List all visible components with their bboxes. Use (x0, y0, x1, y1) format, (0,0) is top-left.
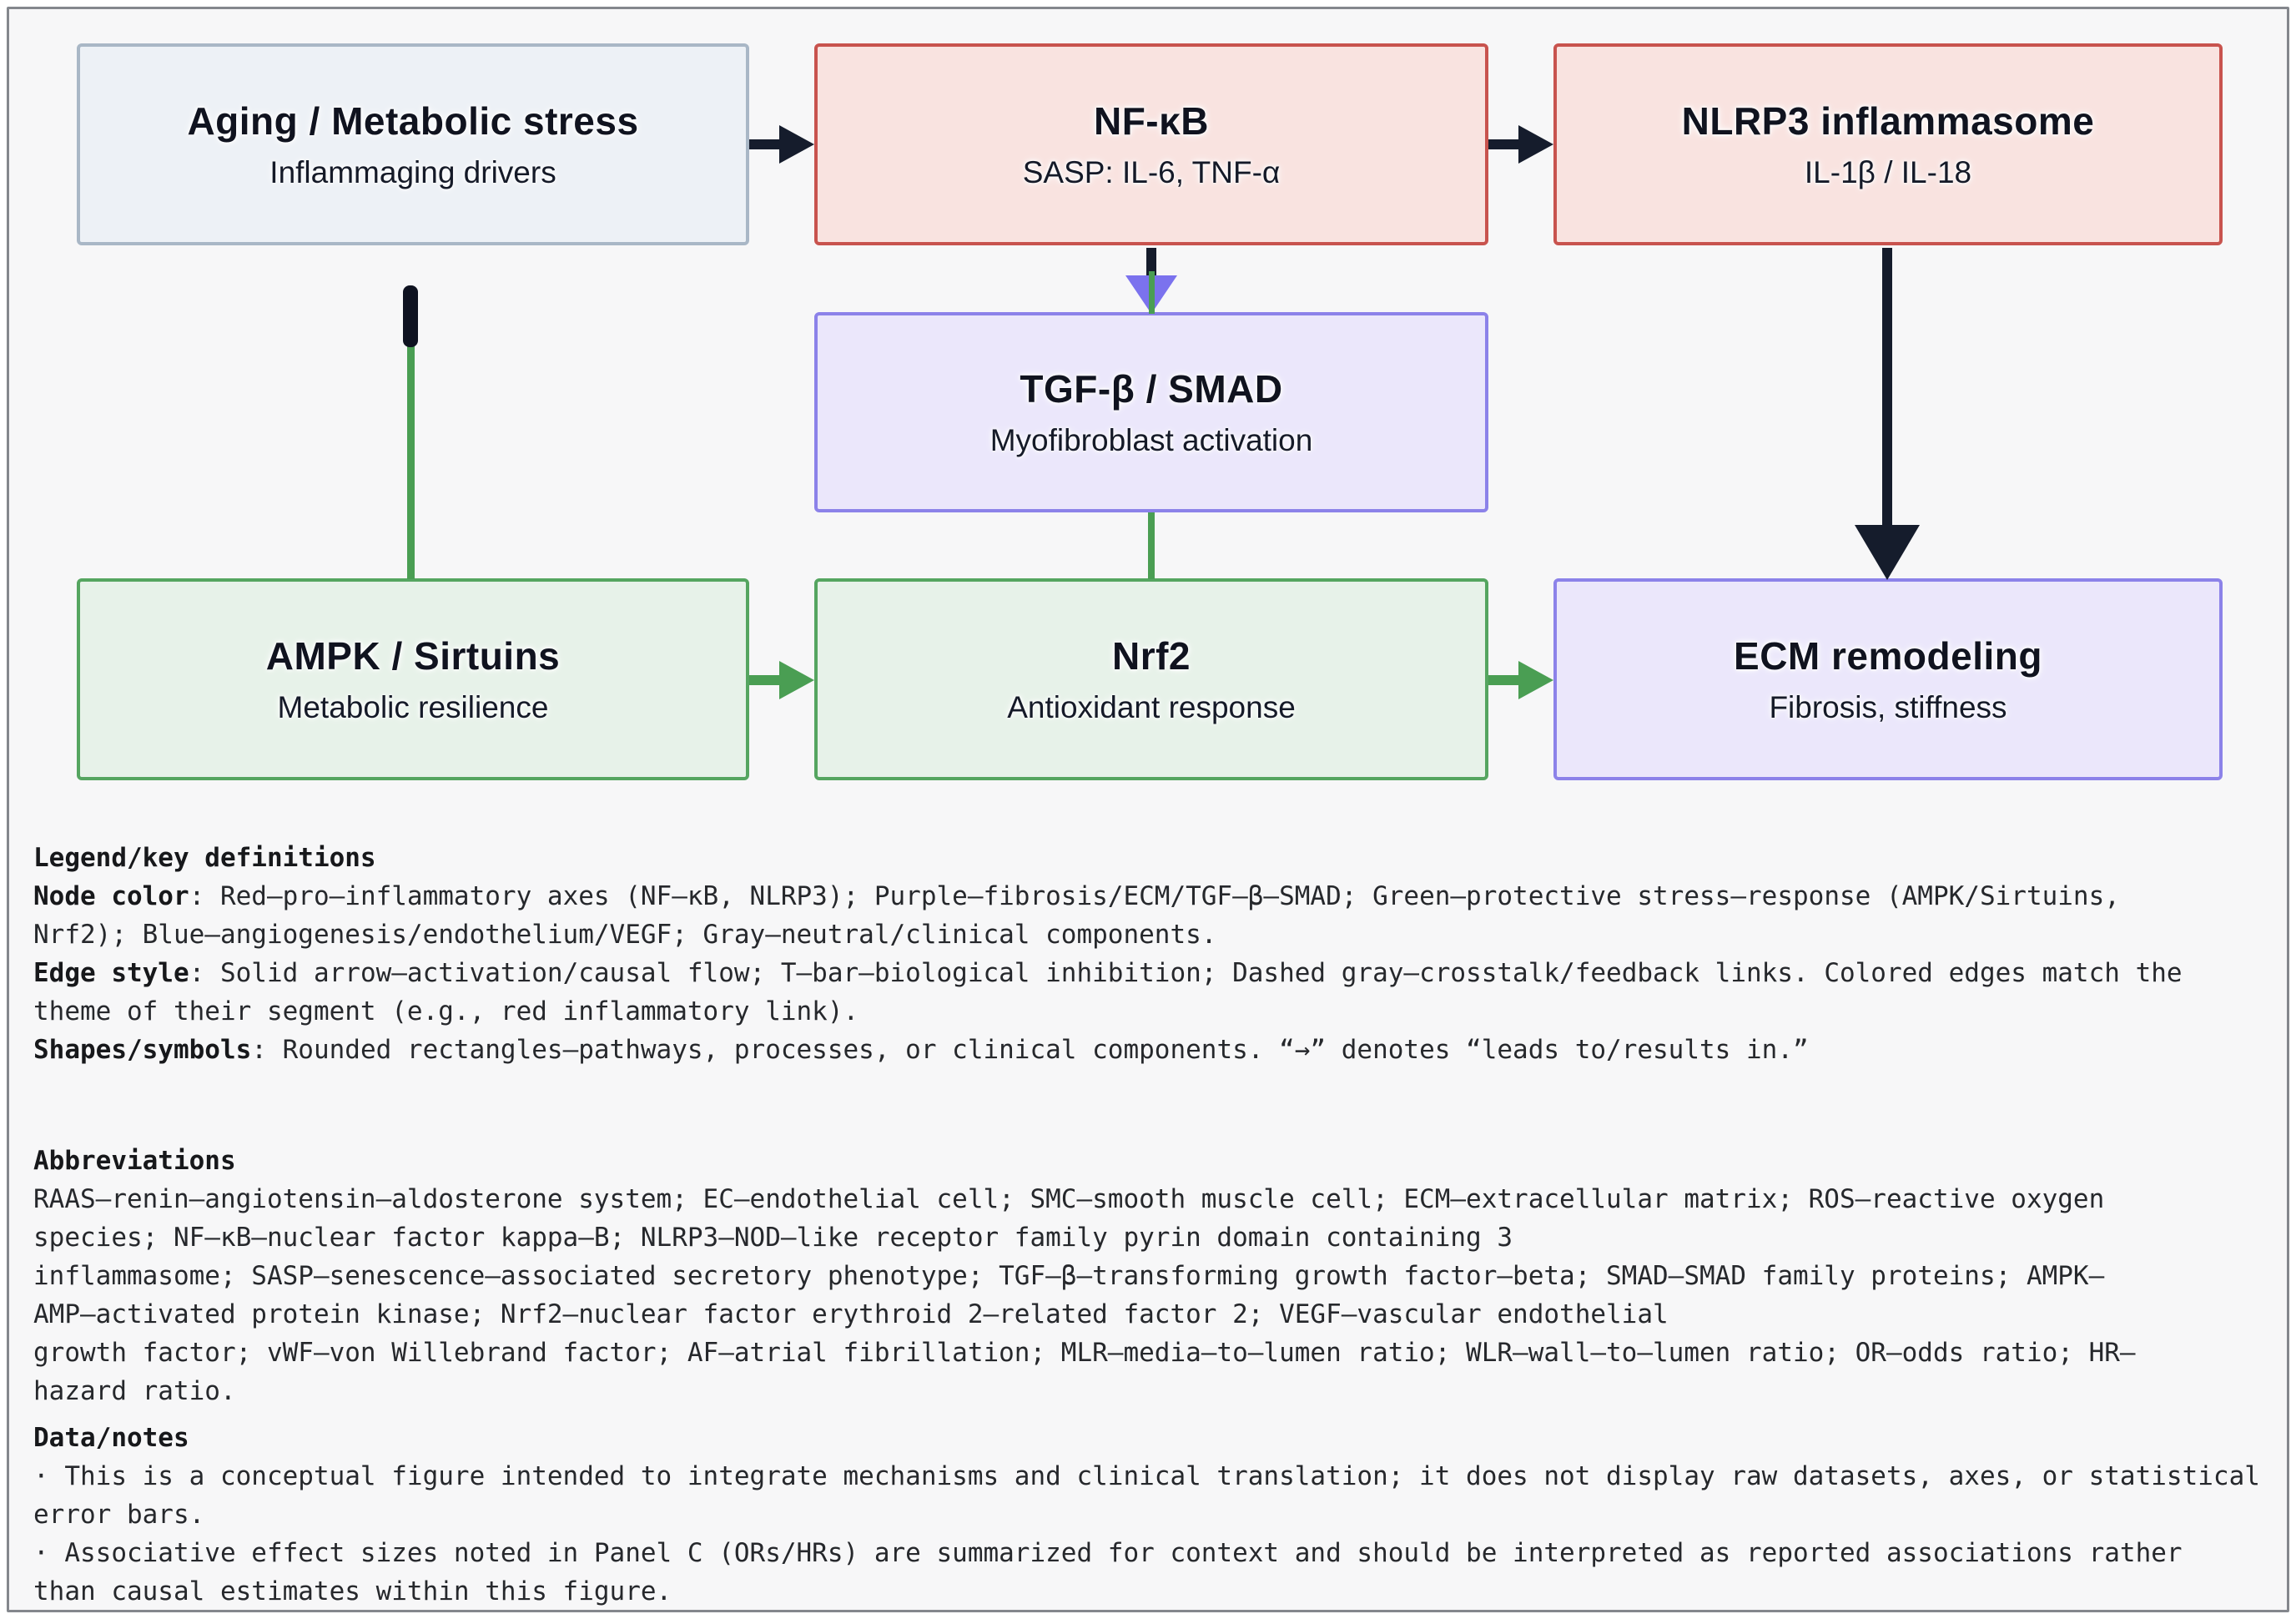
arrowhead-right-icon (1518, 125, 1553, 164)
node-aging-metabolic-stress: Aging / Metabolic stress Inflammaging dr… (77, 43, 749, 245)
abbreviations-section: Abbreviations RAAS—renin—angiotensin—ald… (33, 1142, 2269, 1410)
notes-section: Data/notes · This is a conceptual figure… (33, 1419, 2269, 1611)
node-nlrp3-inflammasome: NLRP3 inflammasome IL-1β / IL-18 (1553, 43, 2223, 245)
node-subtitle: Myofibroblast activation (989, 423, 1313, 457)
arrowhead-down-icon (1855, 525, 1920, 580)
arrowhead-right-icon (779, 661, 814, 699)
abbreviation-line: species; NF—κB—nuclear factor kappa—B; N… (33, 1223, 1513, 1253)
inhibition-bar-icon (403, 285, 418, 347)
node-ampk-sirtuins: AMPK / Sirtuins Metabolic resilience (77, 578, 749, 780)
legend-line: theme of their segment (e.g., red inflam… (33, 996, 859, 1026)
node-subtitle: Inflammaging drivers (269, 155, 556, 189)
edge-line (1148, 512, 1155, 579)
inhibition-line (407, 340, 415, 579)
arrowhead-right-icon (779, 125, 814, 164)
note-line: error bars. (33, 1500, 205, 1530)
node-title: NLRP3 inflammasome (1681, 99, 2095, 143)
abbreviation-line: growth factor; vWF—von Willebrand factor… (33, 1338, 2136, 1368)
arrow-nfkb-to-tgfb (1118, 246, 1193, 321)
arrow-aging-to-nfkb (749, 125, 816, 164)
arrow-shaft (749, 675, 786, 685)
arrow-nrf2-to-ecm (1488, 661, 1555, 699)
green-core-line (1149, 271, 1155, 314)
abbreviation-line: RAAS—renin—angiotensin—aldosterone syste… (33, 1184, 2105, 1214)
arrow-shaft (1488, 675, 1525, 685)
legend-section: Legend/key definitions Node color: Red—p… (33, 839, 2269, 1069)
note-line: · This is a conceptual figure intended t… (33, 1461, 2260, 1491)
legend-line: Shapes/symbols: Rounded rectangles—pathw… (33, 1035, 1809, 1065)
note-line: than causal estimates within this figure… (33, 1576, 672, 1606)
note-line: · Associative effect sizes noted in Pane… (33, 1538, 2183, 1568)
legend-line: Node color: Red—pro—inflammatory axes (N… (33, 881, 2120, 911)
node-title: AMPK / Sirtuins (265, 634, 561, 678)
node-title: TGF-β / SMAD (1020, 367, 1283, 411)
node-subtitle: SASP: IL-6, TNF-α (1022, 155, 1281, 189)
node-tgfb-smad: TGF-β / SMAD Myofibroblast activation (814, 312, 1488, 512)
node-title: Nrf2 (1111, 634, 1191, 678)
arrow-nlrp3-to-ecm (1855, 248, 1920, 582)
node-subtitle: Fibrosis, stiffness (1769, 690, 2007, 724)
legend-line: Nrf2); Blue—angiogenesis/endothelium/VEG… (33, 920, 1217, 950)
node-ecm-remodeling: ECM remodeling Fibrosis, stiffness (1553, 578, 2223, 780)
node-title: ECM remodeling (1734, 634, 2042, 678)
arrow-shaft (1882, 248, 1892, 532)
node-nfkb: NF-κB SASP: IL-6, TNF-α (814, 43, 1488, 245)
node-subtitle: IL-1β / IL-18 (1804, 155, 1972, 189)
node-subtitle: Antioxidant response (1007, 690, 1296, 724)
edge-tgfb-to-nrf2 (1148, 512, 1155, 579)
node-title: Aging / Metabolic stress (187, 99, 639, 143)
abbreviation-line: inflammasome; SASP—senescence—associated… (33, 1261, 2105, 1291)
arrow-shaft (1488, 139, 1525, 149)
abbreviation-line: AMP—activated protein kinase; Nrf2—nucle… (33, 1299, 1669, 1329)
legend-heading: Legend/key definitions (33, 843, 376, 873)
arrow-shaft (749, 139, 786, 149)
abbreviations-heading: Abbreviations (33, 1146, 236, 1176)
notes-heading: Data/notes (33, 1423, 189, 1453)
node-subtitle: Metabolic resilience (277, 690, 549, 724)
arrowhead-right-icon (1518, 661, 1553, 699)
node-title: NF-κB (1093, 99, 1209, 143)
arrow-ampk-to-nrf2 (749, 661, 816, 699)
arrow-nfkb-to-nlrp3 (1488, 125, 1555, 164)
node-nrf2: Nrf2 Antioxidant response (814, 578, 1488, 780)
legend-line: Edge style: Solid arrow—activation/causa… (33, 958, 2183, 988)
tbar-aging-to-ampk (403, 285, 420, 582)
abbreviation-line: hazard ratio. (33, 1376, 236, 1406)
